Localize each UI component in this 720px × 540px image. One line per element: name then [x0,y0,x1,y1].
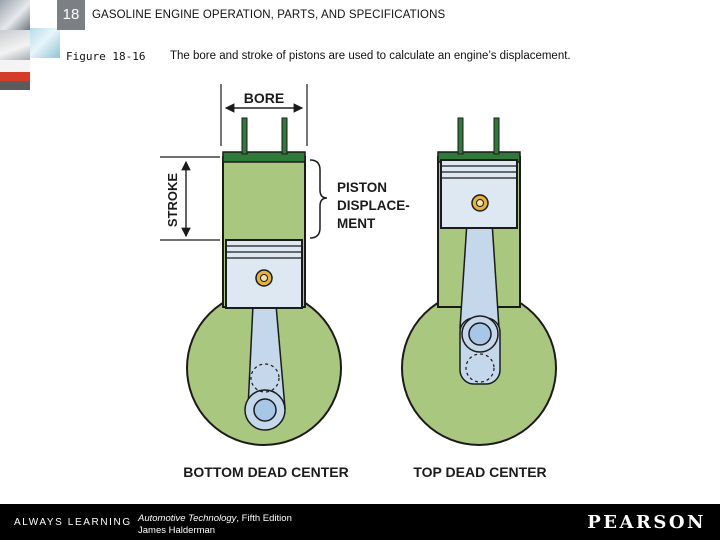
rod-journal-dashed [250,363,280,393]
crank-pin [468,322,492,346]
displacement-brace [309,159,328,239]
wrist-pin-center [476,199,484,207]
bore-dimension: BORE [220,84,308,146]
chapter-number: 18 [57,0,85,30]
stroke-dimension: STROKE [160,156,220,241]
displacement-label-line-2: DISPLACE- [337,198,410,213]
footer-bar: ALWAYS LEARNING Automotive Technology, F… [0,504,720,540]
book-edition: , Fifth Edition [236,513,292,524]
book-author: James Halderman [138,525,216,536]
engine-thumbnail [0,0,30,30]
valve-stem [281,117,288,155]
connecting-rod [459,221,500,329]
car-thumbnail [0,60,30,90]
chapter-thumbnails [0,0,30,90]
top-dead-center-label: TOP DEAD CENTER [413,464,546,480]
bottom-dead-center-label: BOTTOM DEAD CENTER [183,464,348,480]
displacement-bracket: PISTON DISPLACE- MENT [309,159,410,239]
displacement-label-line-1: PISTON [337,180,387,195]
parts-thumbnail [0,30,30,60]
piston-diagram: BORE STROKE PISTON DISPLACE- MENT [160,84,557,480]
book-credit: Automotive Technology, Fifth Edition Jam… [138,513,292,537]
bore-label: BORE [244,90,284,106]
book-title: Automotive Technology [138,513,237,524]
bore-label-bg [240,90,288,106]
top-dead-center-engine [401,117,557,446]
piston [440,159,518,229]
figure-caption: The bore and stroke of pistons are used … [170,50,571,62]
footer-slogan: ALWAYS LEARNING [14,517,132,528]
crank-pin [253,398,277,422]
wrist-pin-center [260,274,268,282]
figure-label: Figure 18-16 [66,50,146,63]
decorative-image [30,28,60,58]
bottom-dead-center-engine [186,117,342,446]
valve-stem [457,117,464,155]
chapter-title: GASOLINE ENGINE OPERATION, PARTS, AND SP… [92,9,446,21]
displacement-label-line-3: MENT [337,216,376,231]
valve-stem [493,117,500,155]
stroke-label-bg [162,168,180,232]
pearson-logo: PEARSON [587,512,706,533]
valve-stem [241,117,248,155]
stroke-label: STROKE [165,173,180,228]
rod-journal-dashed [465,353,495,383]
cylinder-head [222,151,306,163]
